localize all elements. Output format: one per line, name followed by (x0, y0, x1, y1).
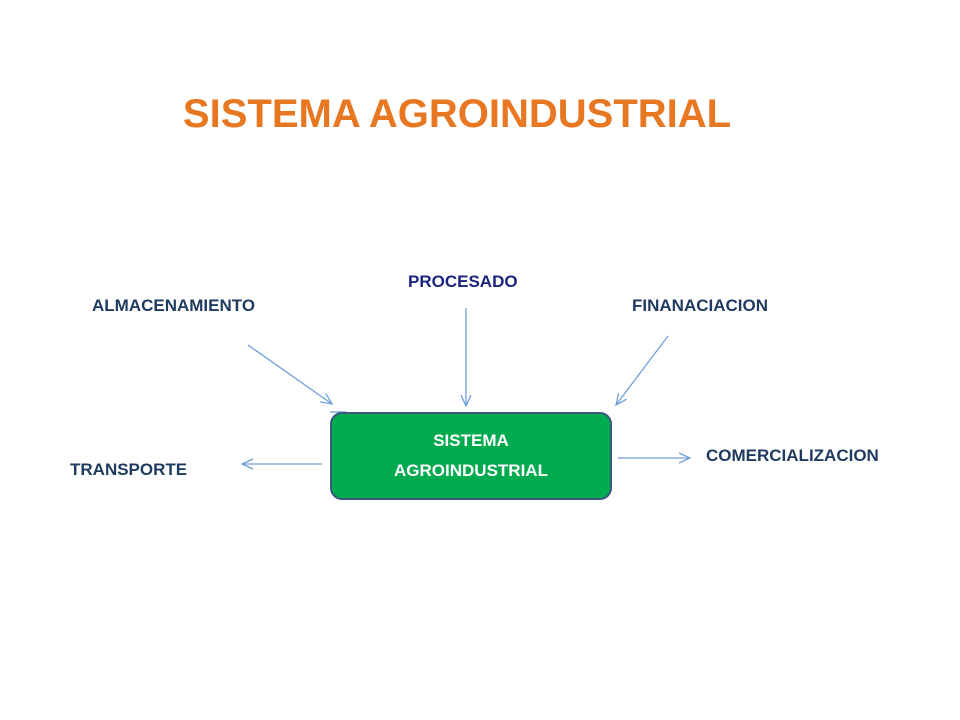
node-comercializacion: COMERCIALIZACION (706, 446, 879, 465)
center-node: SISTEMA AGROINDUSTRIAL (330, 412, 612, 500)
node-financiacion: FINANACIACION (632, 296, 768, 315)
center-node-line1: SISTEMA (433, 431, 509, 450)
slide-title: SISTEMA AGROINDUSTRIAL (182, 92, 732, 136)
arrow-almacenamiento-to-center (247, 344, 334, 405)
center-node-line2: AGROINDUSTRIAL (394, 461, 548, 480)
arrow-financiacion-to-center (615, 335, 669, 407)
node-procesado: PROCESADO (408, 272, 518, 291)
node-transporte: TRANSPORTE (70, 460, 188, 479)
node-almacenamiento: ALMACENAMIENTO (92, 296, 256, 315)
